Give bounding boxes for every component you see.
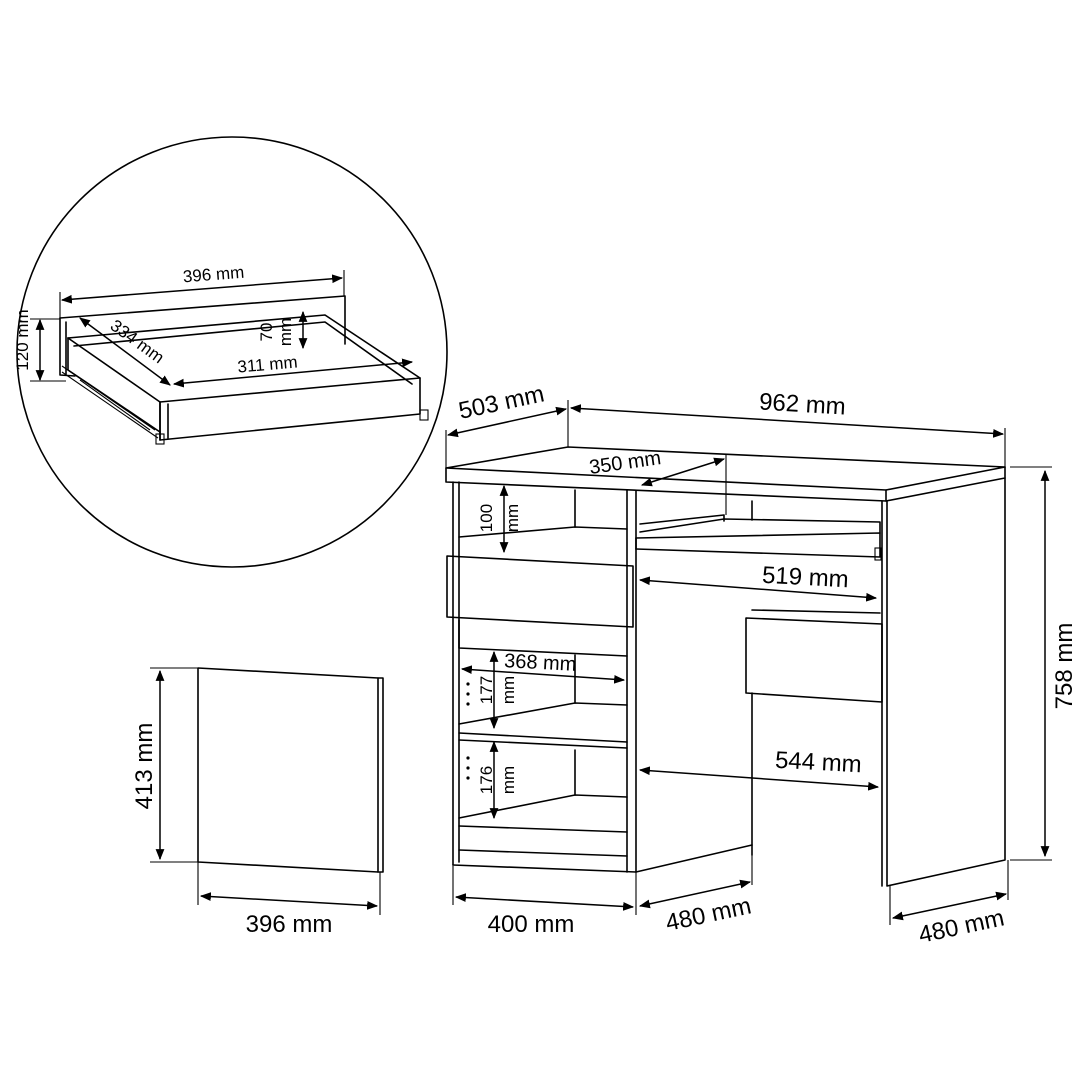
label-shelf-low-height-value: 176 [477, 766, 496, 794]
label-door-height: 413 mm [131, 723, 158, 810]
label-shelf-inner-width: 368 mm [504, 650, 577, 676]
door-panel [197, 667, 384, 873]
label-door-width: 396 mm [246, 911, 333, 938]
label-desk-height: 758 mm [1051, 623, 1078, 710]
label-cabinet-width: 400 mm [488, 911, 575, 938]
dim-line-tray-depth [640, 457, 726, 487]
label-knee-space: 544 mm [774, 747, 862, 779]
label-shelf-low-height-unit: mm [499, 766, 518, 794]
label-shelf-mid-height-value: 177 [477, 676, 496, 704]
label-shelf-top-height-unit: mm [503, 504, 522, 532]
drawer-front [446, 555, 634, 628]
desk-drawing [445, 446, 1006, 887]
label-drawer-height: 120 mm [13, 309, 32, 370]
drawer-detail-view: 396 mm 120 mm 334 mm 70 mm 311 mm [13, 136, 448, 568]
label-desk-depth: 503 mm [456, 380, 546, 424]
label-shelf-top-height-value: 100 [477, 504, 496, 532]
right-drawer-front [745, 617, 883, 703]
dim-line-side-panel-depth [891, 891, 1008, 921]
dim-line-door-width [199, 892, 379, 910]
label-tray-depth: 350 mm [588, 447, 663, 479]
dim-line-drawer-inner-width [172, 358, 414, 388]
label-shelf-mid-height-unit: mm [499, 676, 518, 704]
dim-line-desk-depth [446, 406, 568, 438]
dim-line-cabinet-depth [638, 879, 752, 909]
label-drawer-width: 396 mm [182, 263, 245, 287]
label-side-panel-depth: 480 mm [916, 904, 1006, 948]
dim-line-drawer-width [60, 274, 344, 304]
label-desk-width: 962 mm [758, 388, 846, 420]
dim-line-shelf-inner-width [460, 665, 626, 684]
right-side-panel [886, 477, 1006, 887]
detail-circle [16, 136, 448, 568]
dim-line-drawer-depth [79, 317, 171, 386]
label-drawer-inner-height-unit: mm [276, 318, 295, 346]
keyboard-tray [635, 500, 882, 614]
label-tray-width: 519 mm [761, 562, 849, 594]
dim-line-desk-width [569, 404, 1005, 438]
label-cabinet-depth: 480 mm [663, 892, 753, 936]
left-cabinet [446, 481, 637, 873]
dim-line-knee-space [638, 766, 880, 791]
dim-line-tray-width [638, 576, 878, 602]
label-drawer-inner-height-value: 70 [257, 323, 276, 342]
dim-line-cabinet-width [454, 893, 635, 911]
